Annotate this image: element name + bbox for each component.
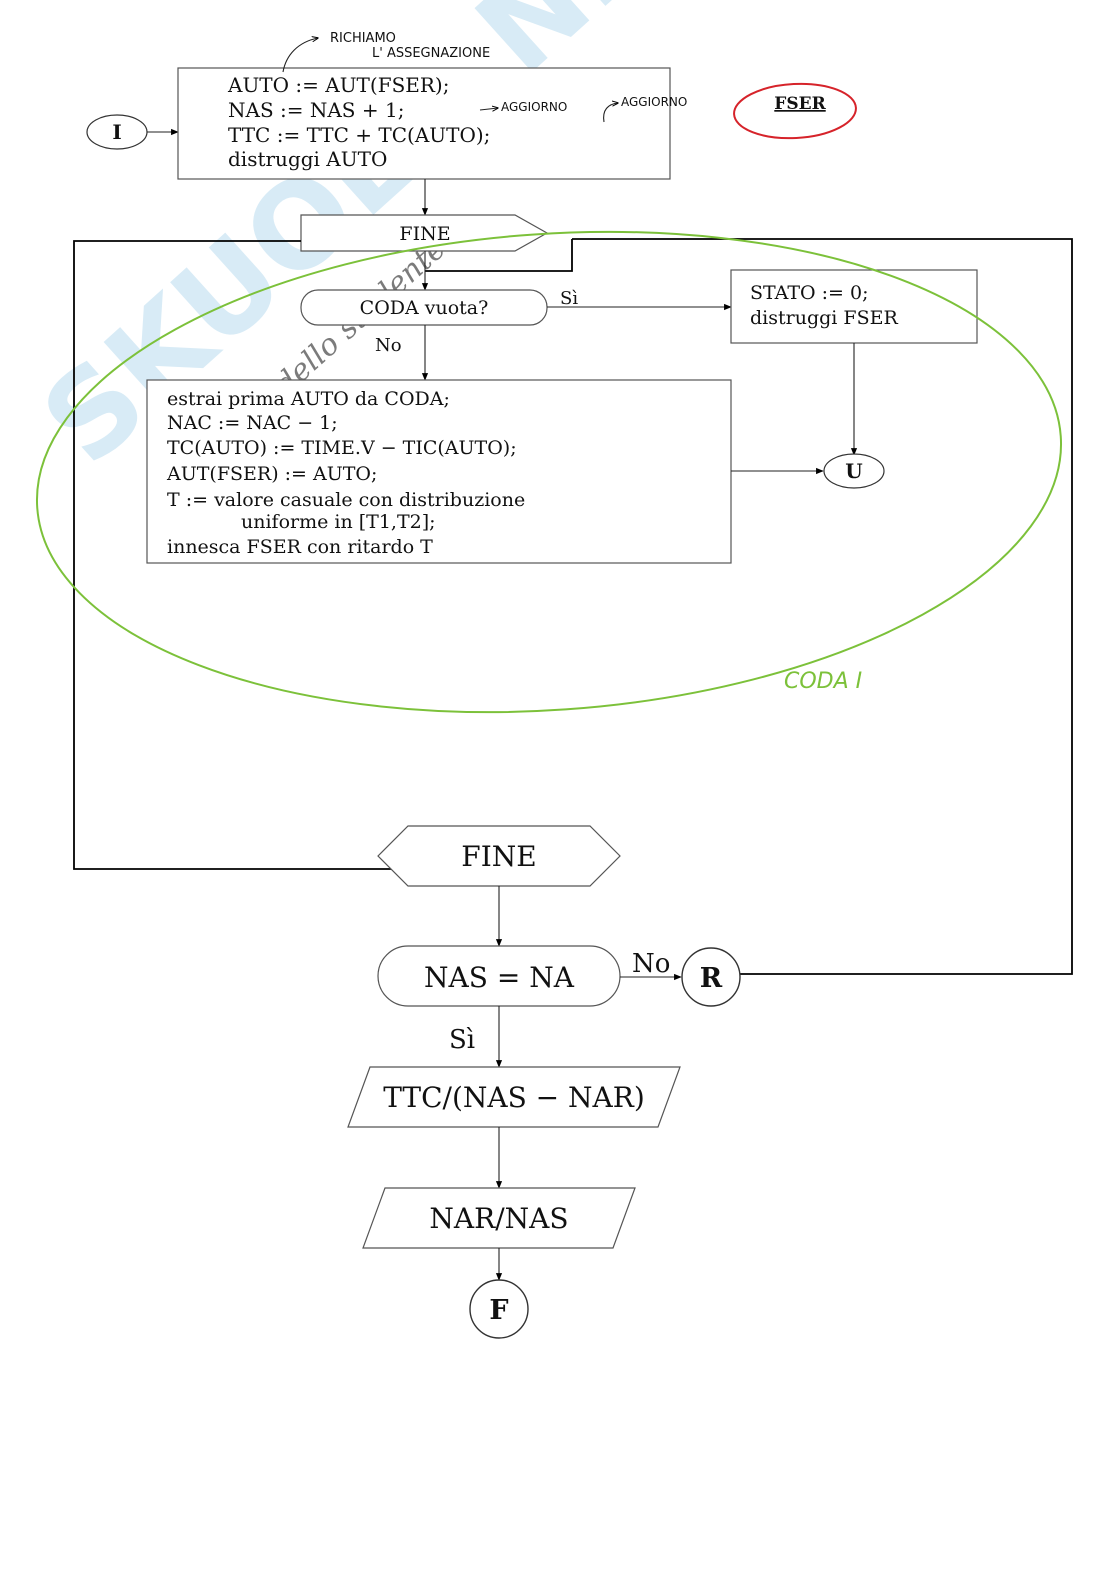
note-richiamo-arrow xyxy=(282,38,318,73)
extract-line-5: T := valore casuale con distribuzione xyxy=(167,489,525,511)
nas-yes-label: Sì xyxy=(449,1025,475,1055)
event-name-label: FSER xyxy=(774,94,826,114)
fine-top-label: FINE xyxy=(399,223,450,245)
start-node: I xyxy=(86,114,148,150)
note-coda: CODA I xyxy=(784,669,862,694)
state-line-2: distruggi FSER xyxy=(750,307,898,329)
nas-decision: NAS = NA xyxy=(377,945,621,1007)
queue-no-label: No xyxy=(375,335,402,356)
state-line-1: STATO := 0; xyxy=(750,282,868,304)
nas-decision-label: NAS = NA xyxy=(424,961,575,994)
fine-bottom-label: FINE xyxy=(461,840,536,873)
extract-line-7: innesca FSER con ritardo T xyxy=(167,536,433,558)
u-node: U xyxy=(823,453,885,489)
extract-line-1: estrai prima AUTO da CODA; xyxy=(167,388,450,410)
output-2-label: NAR/NAS xyxy=(429,1202,568,1235)
queue-yes-label: Sì xyxy=(560,288,578,309)
note-aggiorno-ttc-arrow xyxy=(603,103,618,123)
output-1: TTC/(NAS − NAR) xyxy=(347,1066,681,1128)
fine-bottom-node: FINE xyxy=(377,825,621,887)
output-1-label: TTC/(NAS − NAR) xyxy=(383,1081,645,1114)
note-richiamo-line1: RICHIAMO xyxy=(330,31,396,46)
assign-line-1: AUTO := AUT(FSER); xyxy=(227,73,449,97)
note-aggiorno-ttc: AGGIORNO xyxy=(621,95,687,109)
queue-decision: CODA vuota? xyxy=(300,289,548,326)
handwritten-notes-top: RICHIAMO L' ASSEGNAZIONE AGGIORNO AGGIOR… xyxy=(282,31,687,123)
note-aggiorno-nas-arrow xyxy=(479,108,498,110)
start-node-label: I xyxy=(112,120,121,144)
u-node-label: U xyxy=(845,459,862,483)
note-richiamo-line2: L' ASSEGNAZIONE xyxy=(372,46,490,61)
queue-decision-label: CODA vuota? xyxy=(360,297,489,319)
state-box: STATO := 0; distruggi FSER xyxy=(730,269,978,344)
r-node-label: R xyxy=(700,963,723,994)
extract-line-6: uniforme in [T1,T2]; xyxy=(241,511,436,533)
extract-line-4: AUT(FSER) := AUTO; xyxy=(166,463,377,485)
assign-line-4: distruggi AUTO xyxy=(228,147,387,171)
green-annotation-ellipse xyxy=(35,230,1063,714)
extract-box: estrai prima AUTO da CODA; NAC := NAC − … xyxy=(146,379,732,564)
fine-top-node: FINE xyxy=(300,214,549,252)
extract-line-3: TC(AUTO) := TIME.V − TIC(AUTO); xyxy=(167,437,517,459)
note-aggiorno-nas: AGGIORNO xyxy=(501,100,567,114)
left-loop-connector xyxy=(73,240,392,870)
r-node: R xyxy=(681,947,741,1007)
nas-no-label: No xyxy=(632,949,670,979)
event-name: FSER xyxy=(733,82,857,140)
right-loop-connector xyxy=(572,238,1073,975)
assign-box: AUTO := AUT(FSER); NAS := NAS + 1; TTC :… xyxy=(177,67,671,180)
assign-line-2: NAS := NAS + 1; xyxy=(228,98,404,122)
event-name-red-circle xyxy=(733,82,857,140)
f-node-label: F xyxy=(489,1295,508,1326)
output-2: NAR/NAS xyxy=(362,1187,636,1249)
assign-line-3: TTC := TTC + TC(AUTO); xyxy=(228,123,490,147)
f-node: F xyxy=(469,1279,529,1339)
extract-line-2: NAC := NAC − 1; xyxy=(167,412,338,434)
top-merge-connector xyxy=(425,239,573,272)
